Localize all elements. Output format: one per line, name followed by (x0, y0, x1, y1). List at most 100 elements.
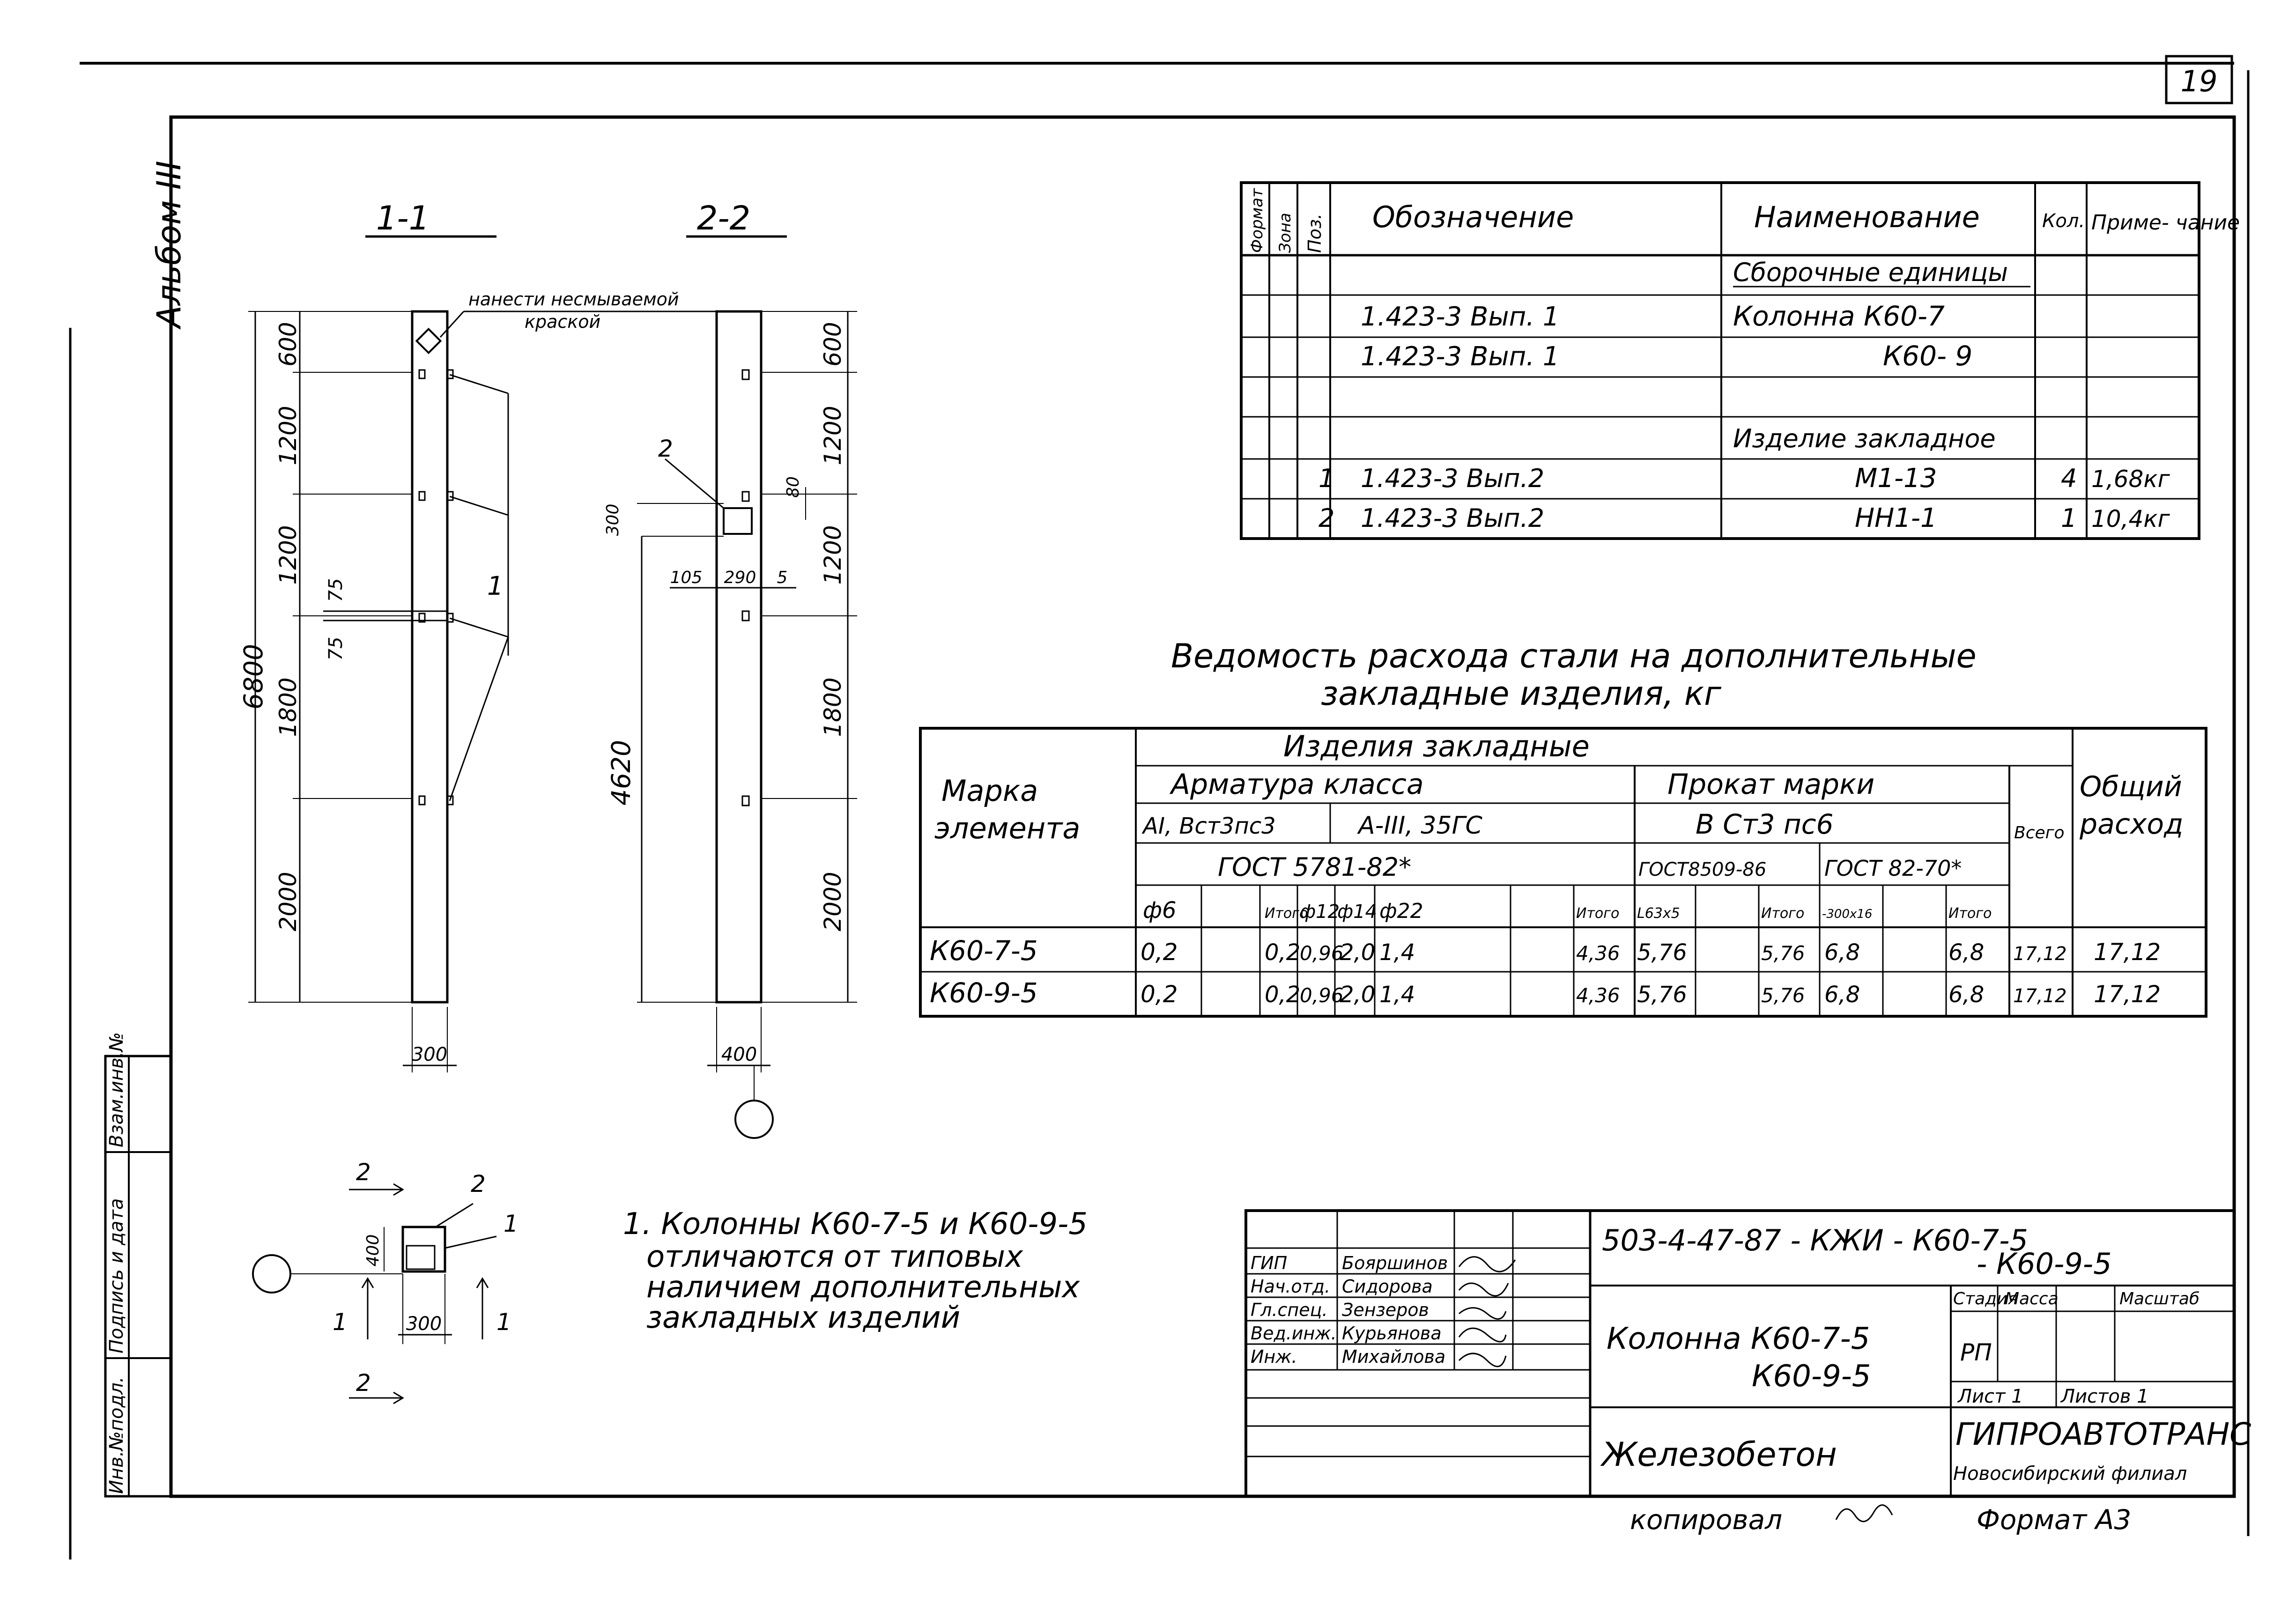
steel-col-8: L63х5 (1637, 905, 1680, 922)
column-1-body (411, 310, 449, 1004)
steel-row-2-v5: 1,4 (1379, 982, 1415, 1008)
steel-h-vsego: Всего (2014, 823, 2065, 843)
stamp-code-2: - К60-9-5 (1977, 1247, 2112, 1281)
spec-h-note: Приме- чание (2091, 211, 2240, 235)
axis-bubble (734, 1100, 774, 1139)
steel-row-1-v0: 0,2 (1141, 939, 1178, 966)
steel-col-4: ф14 (1337, 901, 1377, 923)
steel-h-prokat: Прокат марки (1667, 768, 1874, 801)
col1-dim-75a: 75 (325, 578, 347, 602)
plan-dim-400: 400 (363, 1234, 383, 1267)
stamp-role-4: Вед.инж. (1251, 1323, 1337, 1344)
stamp-name-4: Курьянова (1342, 1323, 1442, 1344)
spec-row-5-note: 1,68кг (2091, 466, 2170, 493)
steel-row-2-v10: 5,76 (1761, 984, 1805, 1007)
spec-row-6-qty: 1 (2061, 503, 2077, 533)
steel-row-2-v4: 2,0 (1340, 982, 1375, 1008)
plan-section-2-bottom: 2 (356, 1369, 371, 1397)
col1-dim-75b: 75 (325, 637, 347, 661)
album-label: Альбом III (150, 161, 188, 330)
steel-col-0: ф6 (1143, 897, 1177, 924)
stamp-title-2: К60-9-5 (1752, 1359, 1871, 1394)
spec-row-5-pos: 1 (1318, 464, 1334, 493)
note: 1. Колонны К60-7-5 и К60-9-5 отличаются … (623, 1207, 1088, 1335)
plan-arrow-1-left: 1 (333, 1308, 348, 1336)
stamp-material: Железобетон (1600, 1435, 1837, 1474)
col2-width-dim: 400 (721, 1044, 757, 1065)
steel-table: Ведомость расхода стали на дополнительны… (919, 637, 2207, 1018)
spec-row-6-pos: 2 (1318, 503, 1334, 533)
spec-row-2-designation: 1.423-3 Вып. 1 (1361, 341, 1559, 372)
paint-note-1: нанести несмываемой (468, 289, 679, 310)
steel-title-1: Ведомость расхода стали на дополнительны… (1171, 637, 1977, 675)
plan-arrow-1-right: 1 (496, 1308, 511, 1336)
steel-h-gost82: ГОСТ 82-70* (1824, 856, 1962, 881)
col1-total-dim: 6800 (238, 644, 268, 710)
spec-row-6-note: 10,4кг (2091, 505, 2170, 532)
steel-col-13: Итого (1948, 905, 1992, 922)
spec-row-embed-title: Изделие закладное (1733, 424, 1996, 453)
side-stamp: Инв.№подл. Подпись и дата Взам.инв.№ (104, 1032, 172, 1498)
stamp-name-2: Сидорова (1342, 1276, 1433, 1297)
spec-row-2-name: К60- 9 (1883, 340, 1972, 372)
steel-row-2-vsego: 17,12 (2013, 985, 2067, 1007)
col2-dim-1200a: 1200 (819, 406, 846, 465)
embedded-plate-2 (723, 507, 753, 535)
col2-dim-105: 105 (670, 568, 703, 587)
section-2-title: 2-2 (697, 199, 750, 237)
steel-title-2: закладные изделия, кг (1321, 674, 1722, 713)
section-2-2: 2-2 2 4620 300 80 105 290 5 600 1200 120… (603, 199, 857, 1139)
spec-h-zone: Зона (1276, 213, 1295, 253)
steel-col-10: Итого (1761, 905, 1804, 922)
side-stamp-inv: Инв.№подл. (106, 1376, 127, 1494)
spec-row-6-designation: 1.423-3 Вып.2 (1361, 503, 1544, 533)
note-line-2: отличаются от типовых (646, 1240, 1023, 1274)
stamp-name-3: Зензеров (1342, 1300, 1429, 1320)
stamp-mass-h: Масса (2005, 1289, 2059, 1308)
steel-row-2-v13: 6,8 (1948, 982, 1984, 1008)
stamp-role-1: ГИП (1251, 1253, 1287, 1273)
plan-section-2-top: 2 (356, 1159, 371, 1186)
steel-h-aiii: А-III, 35ГС (1357, 812, 1483, 840)
steel-h-ai: АI, Вст3пс3 (1141, 813, 1276, 839)
col1-width-dim: 300 (412, 1044, 447, 1065)
col2-dim-1200b: 1200 (819, 525, 846, 584)
steel-h-gost8509: ГОСТ8509-86 (1638, 859, 1766, 880)
steel-row-2-v0: 0,2 (1141, 981, 1178, 1008)
steel-row-2-v7: 4,36 (1576, 984, 1620, 1007)
steel-h-gost5781: ГОСТ 5781-82* (1218, 852, 1411, 882)
section-1-title: 1-1 (376, 199, 430, 237)
position-1-label: 1 (487, 571, 504, 601)
steel-h-group: Изделия закладные (1283, 729, 1590, 763)
spec-row-1-name: Колонна К60-7 (1733, 300, 1945, 332)
stamp-role-3: Гл.спец. (1251, 1300, 1328, 1320)
stamp-role-2: Нач.отд. (1251, 1276, 1330, 1297)
steel-row-1-v3: 0,96 (1300, 942, 1344, 965)
steel-row-1-v5: 1,4 (1379, 939, 1415, 966)
steel-row-1-v8: 5,76 (1637, 939, 1687, 966)
stamp-code-1: 503-4-47-87 - КЖИ - К60-7-5 (1602, 1223, 2028, 1257)
note-line-1: 1. Колонны К60-7-5 и К60-9-5 (623, 1207, 1088, 1242)
stamp-sheets: Листов 1 (2060, 1386, 2149, 1407)
stamp-sheet: Лист 1 (1957, 1386, 2023, 1407)
spec-row-5-name: М1-13 (1855, 463, 1937, 494)
steel-row-2-v3: 0,96 (1300, 984, 1344, 1007)
note-line-3: наличием дополнительных (646, 1270, 1080, 1305)
spec-h-pos: Поз. (1304, 214, 1325, 253)
stamp-role-5: Инж. (1251, 1346, 1297, 1367)
steel-col-2: Итого (1265, 905, 1308, 922)
stamp-copied: копировал (1630, 1504, 1782, 1536)
stamp-stage-h: Стадия (1953, 1289, 2018, 1308)
spec-h-format: Формат (1248, 188, 1267, 253)
steel-h-total-2: расход (2079, 808, 2184, 841)
plan-detail: 2 2 1 400 300 1 1 2 (252, 1159, 518, 1404)
steel-col-7: Итого (1576, 905, 1619, 922)
axis-bubble-plan (252, 1254, 291, 1294)
plan-position-2: 2 (471, 1170, 486, 1197)
spec-row-6-name: НН1-1 (1855, 503, 1937, 533)
steel-row-1-v2: 0,2 (1265, 939, 1300, 966)
stamp-title-1: Колонна К60-7-5 (1607, 1322, 1870, 1356)
steel-row-2-v8: 5,76 (1637, 982, 1687, 1008)
col1-dim-1200a: 1200 (274, 406, 302, 465)
